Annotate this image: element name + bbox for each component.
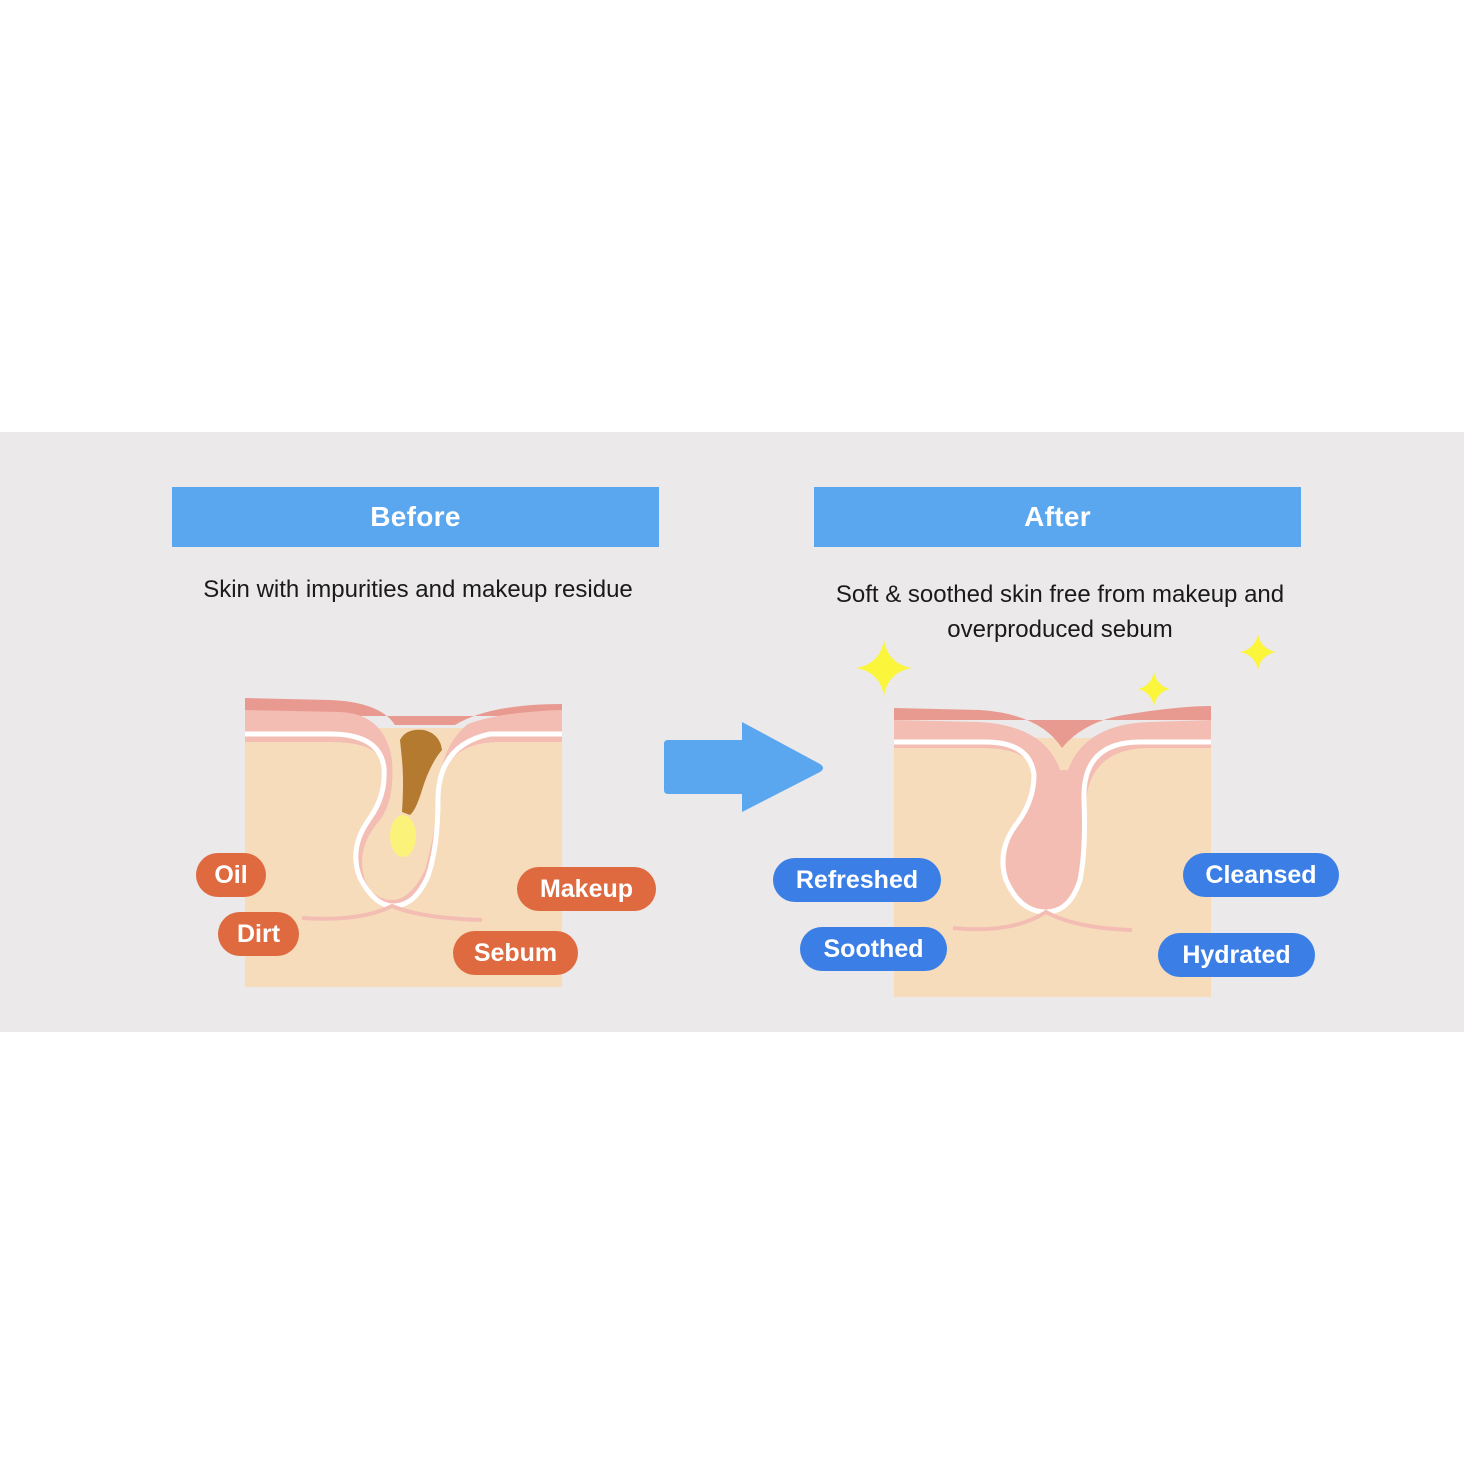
label-oil: Oil: [196, 853, 266, 897]
after-follicle-outline: [894, 739, 1211, 915]
before-title: Before: [370, 501, 461, 532]
after-epidermis: [894, 720, 1211, 912]
label-cleansed: Cleansed: [1183, 853, 1339, 897]
label-dirt: Dirt: [218, 912, 299, 956]
before-epidermis: [245, 710, 562, 906]
before-epidermis-top: [245, 698, 562, 725]
after-description-line1: Soft & soothed skin free from makeup and: [835, 581, 1285, 608]
after-description: Soft & soothed skin free from makeup and…: [760, 577, 1360, 647]
before-follicle-outline: [245, 731, 562, 909]
after-description-line2: overproduced sebum: [947, 616, 1173, 643]
after-header: After: [814, 487, 1301, 547]
after-epidermis-top: [894, 706, 1211, 748]
before-description: Skin with impurities and makeup residue: [203, 576, 633, 603]
label-sebum: Sebum: [453, 931, 578, 975]
before-basal-line: [301, 903, 483, 922]
oil-droplet: [390, 815, 416, 857]
label-hydrated: Hydrated: [1158, 933, 1315, 977]
before-header: Before: [172, 487, 659, 547]
label-soothed: Soothed: [800, 927, 947, 971]
after-title: After: [1024, 501, 1091, 532]
after-basal-line: [952, 909, 1133, 932]
label-refreshed: Refreshed: [773, 858, 941, 902]
label-makeup: Makeup: [517, 867, 656, 911]
sebum-plug: [400, 729, 442, 815]
